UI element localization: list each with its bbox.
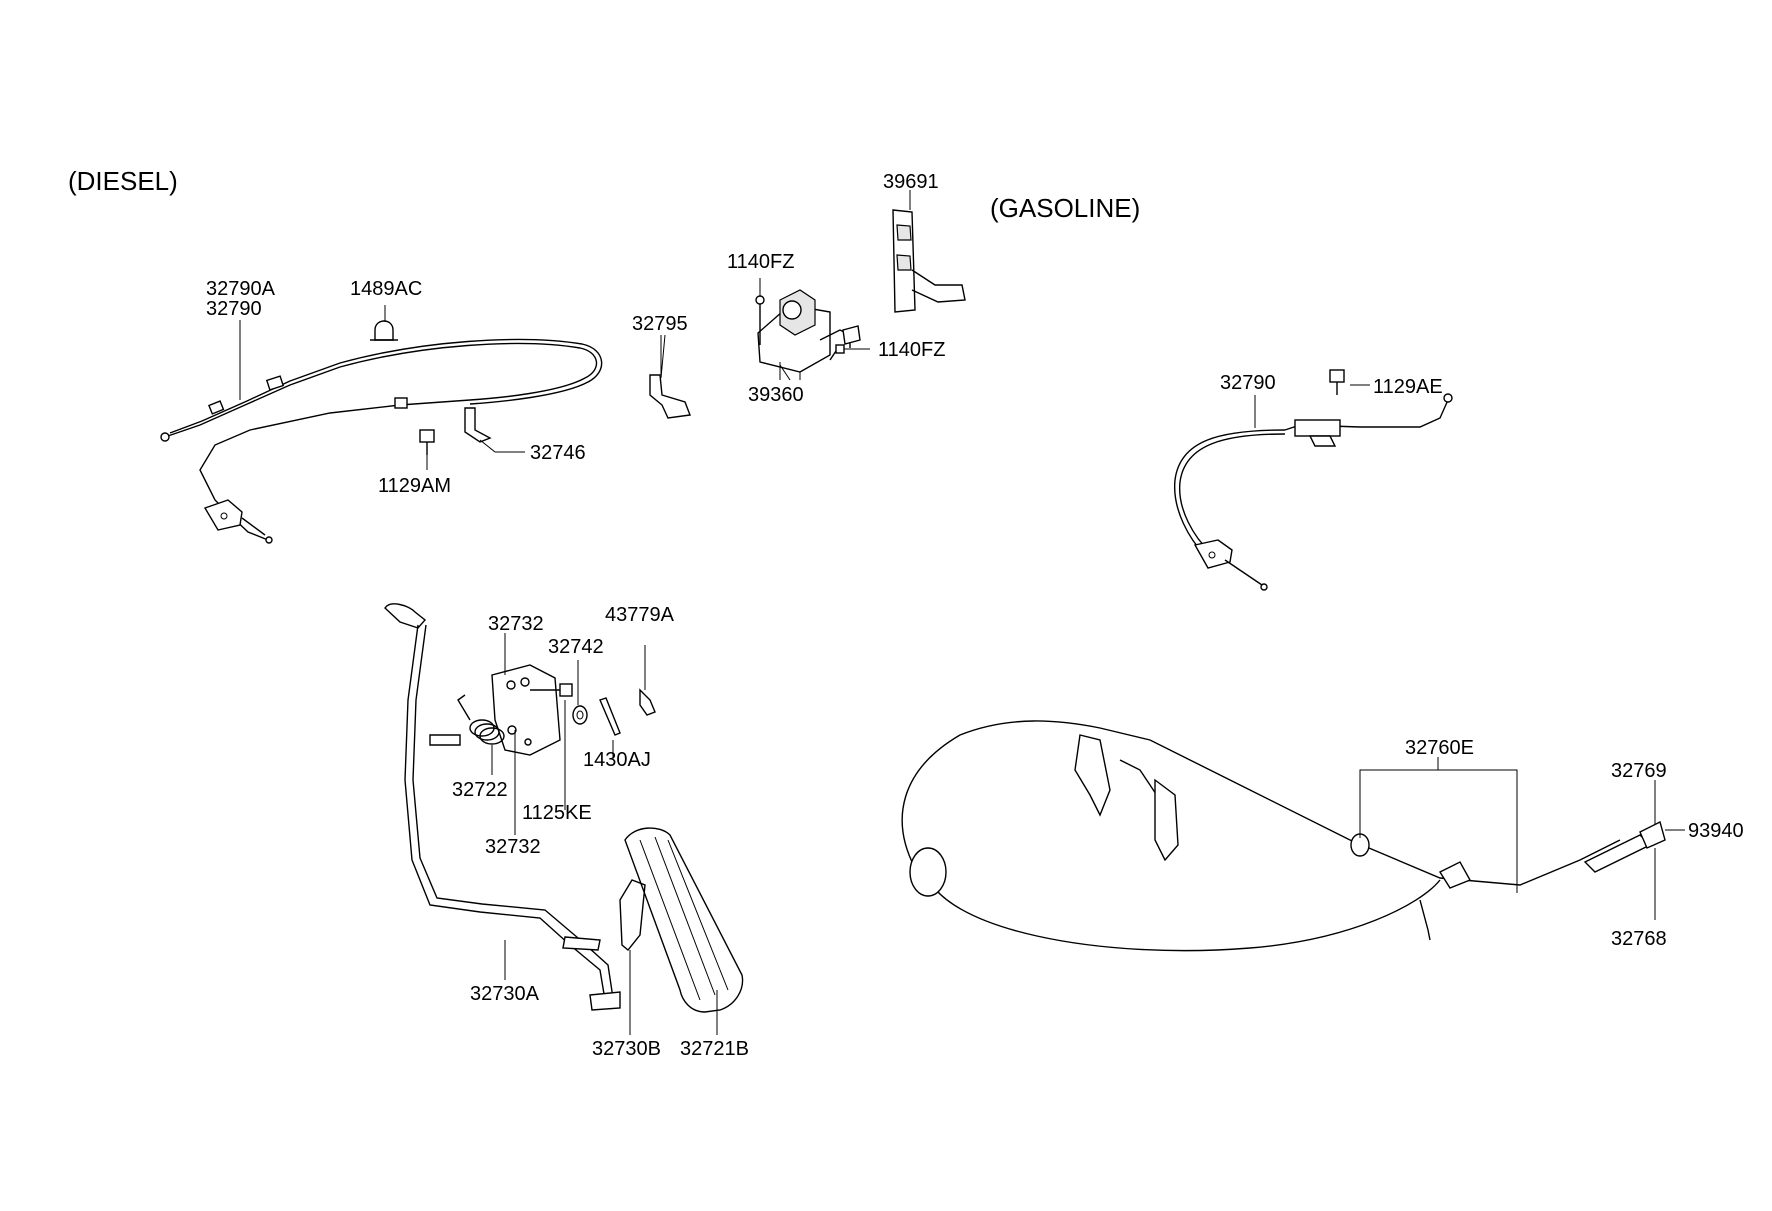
label-1129ae: 1129AE bbox=[1373, 376, 1443, 398]
leader-lines bbox=[239, 305, 1518, 1035]
label-32790-diesel: 32790 bbox=[206, 298, 262, 320]
section-title-gasoline: (GASOLINE) bbox=[990, 193, 1140, 223]
label-32790a: 32790A bbox=[206, 278, 276, 300]
label-93940: 93940 bbox=[1688, 820, 1744, 842]
pin-1430aj bbox=[599, 697, 621, 745]
label-32721b: 32721B bbox=[680, 1038, 749, 1060]
diesel-accelerator-cable bbox=[160, 338, 603, 544]
label-32760e: 32760E bbox=[1405, 737, 1474, 759]
label-39360: 39360 bbox=[748, 384, 804, 406]
label-32768: 32768 bbox=[1611, 928, 1667, 950]
washer-32742 bbox=[572, 705, 588, 725]
pedal-arm-32730a bbox=[384, 603, 621, 1011]
clip-32730b bbox=[619, 879, 646, 1035]
bracket-32768-32769 bbox=[1583, 780, 1685, 920]
sensor-39360 bbox=[757, 289, 861, 381]
label-1129am: 1129AM bbox=[378, 475, 451, 497]
label-32730a: 32730A bbox=[470, 983, 540, 1005]
bracket-32746 bbox=[464, 407, 525, 453]
bracket-32795 bbox=[649, 335, 691, 419]
clamp-1489ac bbox=[370, 320, 398, 341]
clip-43779a bbox=[639, 645, 656, 716]
label-32746: 32746 bbox=[530, 442, 586, 464]
label-32742: 32742 bbox=[548, 636, 604, 658]
bolt-1140fz-upper bbox=[755, 278, 765, 345]
label-32730b: 32730B bbox=[592, 1038, 661, 1060]
label-1125ke: 1125KE bbox=[522, 802, 592, 824]
spring-32722 bbox=[457, 694, 505, 745]
gasoline-cable-32760e bbox=[901, 720, 1621, 952]
bolt-1140fz-lower bbox=[829, 344, 870, 361]
label-39691: 39691 bbox=[883, 171, 939, 193]
pedal-pad-32721b bbox=[624, 827, 744, 1013]
label-1140fz-b: 1140FZ bbox=[878, 339, 945, 361]
label-32732-top: 32732 bbox=[488, 613, 544, 635]
label-1430aj: 1430AJ bbox=[583, 749, 651, 771]
label-32722: 32722 bbox=[452, 779, 508, 801]
label-1489ac: 1489AC bbox=[350, 278, 422, 300]
section-title-diesel: (DIESEL) bbox=[68, 166, 178, 196]
pedal-bracket-32732 bbox=[491, 664, 561, 756]
label-32795: 32795 bbox=[632, 313, 688, 335]
label-32790-gasoline: 32790 bbox=[1220, 372, 1276, 394]
bolt-1129am bbox=[419, 429, 435, 470]
bolt-1129ae bbox=[1329, 369, 1370, 395]
bolt-1125ke bbox=[530, 683, 573, 810]
label-43779a: 43779A bbox=[605, 604, 675, 626]
label-32732-bottom: 32732 bbox=[485, 836, 541, 858]
part-labels: 32790A 32790 1489AC 1129AM 32746 32795 1… bbox=[206, 171, 1744, 1060]
label-1140fz-a: 1140FZ bbox=[727, 251, 794, 273]
gasoline-accelerator-cable bbox=[1174, 393, 1453, 591]
label-32769: 32769 bbox=[1611, 760, 1667, 782]
harness-39691 bbox=[892, 190, 966, 313]
